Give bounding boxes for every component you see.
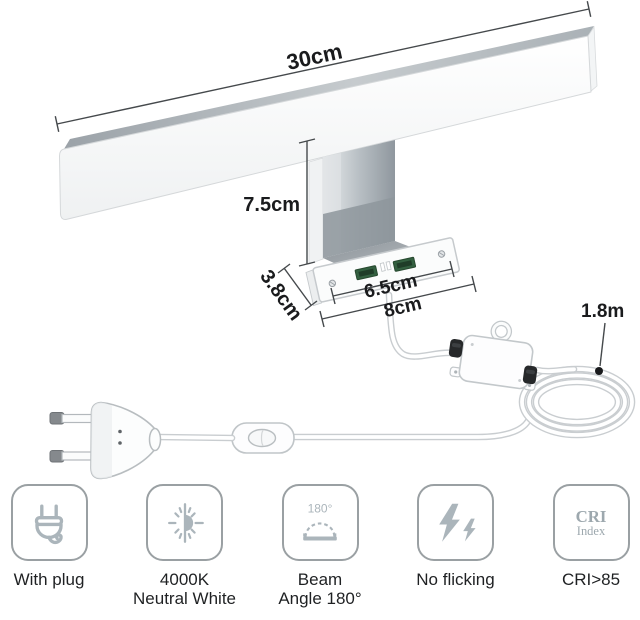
dimension-label-7-5cm: 7.5cm [243,194,300,216]
svg-text:Index: Index [577,524,606,538]
dimension-1-8m: 1.8m [581,301,624,375]
arm-reflection [323,197,395,258]
svg-text:CRI: CRI [576,507,607,526]
cable-clamp [385,260,392,271]
feature-label: Beam Angle 180° [278,570,362,608]
power-plug [49,401,162,480]
dimension-7-5cm: 7.5cm [243,138,316,267]
cable-coil [518,365,636,439]
cable-clamp [379,262,386,272]
driver-box [448,320,538,391]
dimension-label-3-8cm: 3.8cm [255,266,306,325]
feature-box [10,484,88,561]
cable-gland [522,365,538,385]
feature-row: With plug 4000K Neutral White [0,484,640,608]
dimension-label-30cm: 30cm [284,38,344,74]
mounting-plate [305,237,460,307]
bar-top-face [64,26,594,149]
feature-cri: CRI Index CRI>85 [545,484,637,608]
product-illustration: 30cm [49,1,636,480]
cable-gland [448,339,464,358]
keyhole-slot-inner [358,268,375,277]
feature-beam-angle: 180° Beam Angle 180° [274,484,366,608]
light-bar [59,25,598,220]
dimension-label-1-8m: 1.8m [581,301,624,322]
cri-index-icon: CRI Index [576,507,607,538]
cable-length-marker [595,367,603,375]
plug-icon [34,504,64,544]
feature-label: 4000K Neutral White [133,570,236,608]
power-cable-upper [385,291,457,360]
svg-text:180°: 180° [308,501,333,515]
feature-box: 180° [281,484,359,561]
feature-color-temp: 4000K Neutral White [133,484,236,608]
plate-end-face [305,268,323,307]
feature-label: With plug [13,570,85,589]
beam-angle-icon: 180° [303,501,337,540]
arm-side-face [308,157,324,265]
feature-label: No flicking [416,570,495,589]
power-cable-main [230,417,532,441]
color-temp-icon [167,502,204,543]
feature-label: CRI>85 [561,570,621,589]
plate-front-face [312,237,460,303]
feature-box: CRI Index [552,484,630,561]
power-cable-plug-side [154,433,236,442]
inline-switch [231,422,295,454]
feature-box [146,484,223,561]
bar-front-face [59,35,592,220]
feature-box [417,484,494,561]
feature-with-plug: With plug [3,484,95,608]
plug-collar [148,427,162,452]
keyhole-slot-inner [396,260,413,269]
no-flicker-icon [438,503,476,542]
feature-no-flicker: No flicking [410,484,502,608]
driver-body [458,334,534,390]
